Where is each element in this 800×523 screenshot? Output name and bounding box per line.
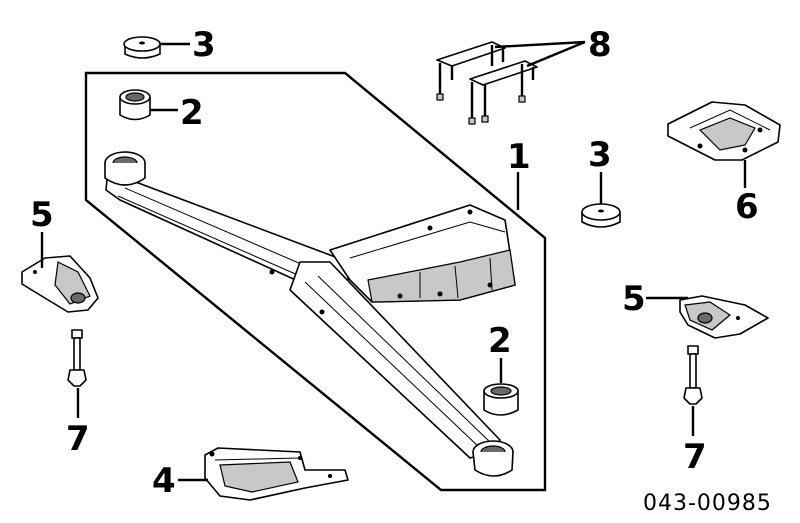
- ubolt-bracket-part: [436, 41, 538, 125]
- callout-2-bottom: 2: [488, 321, 512, 361]
- callout-7-right: 7: [683, 437, 707, 477]
- leader-lines: [40, 40, 747, 482]
- callout-2-top: 2: [180, 93, 204, 133]
- callout-3-right: 3: [588, 135, 612, 175]
- callout-5-right: 5: [622, 279, 646, 319]
- callout-8: 8: [588, 25, 612, 65]
- pad-right-part: [581, 203, 621, 228]
- callout-6: 6: [735, 187, 759, 227]
- bolt-right-part: [683, 345, 703, 405]
- callout-1: 1: [507, 137, 531, 177]
- lower-bracket-part: [204, 447, 349, 501]
- part-code: 043-00985: [643, 491, 772, 516]
- callout-7-left: 7: [66, 419, 90, 459]
- bushing-top-part: [119, 89, 151, 121]
- crossmember-part: [104, 151, 516, 477]
- pad-top-part: [123, 36, 161, 59]
- mount-left-part: [21, 255, 99, 313]
- bolt-left-part: [67, 329, 87, 387]
- assembly-outline: [84, 71, 547, 492]
- bushing-bottom-part: [483, 383, 519, 416]
- callout-5-left: 5: [30, 195, 54, 235]
- callout-3-top: 3: [192, 25, 216, 65]
- mount-bracket-part: [667, 101, 781, 161]
- callout-4: 4: [152, 461, 176, 501]
- mount-right-part: [679, 295, 769, 339]
